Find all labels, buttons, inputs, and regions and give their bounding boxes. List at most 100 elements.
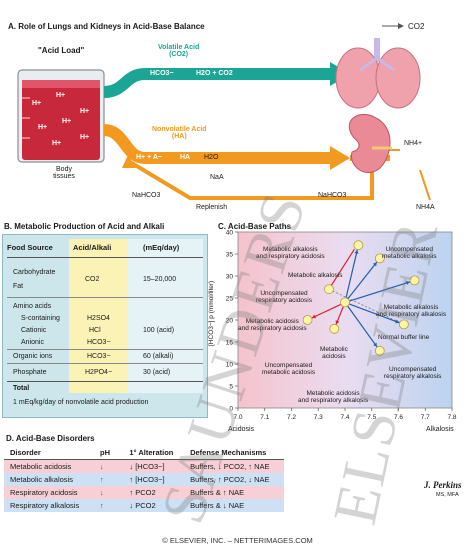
- hplus-ion-6: H+: [52, 140, 62, 147]
- row-amino-source: Amino acids: [13, 303, 52, 310]
- header-disorder: Disorder: [10, 448, 41, 457]
- hplus-ion-3: H+: [80, 108, 90, 115]
- disorder-row-3: Respiratory acidosis ↓ ↑ PCO2 Buffers & …: [4, 486, 284, 499]
- row-organic-source: Organic ions: [13, 353, 53, 360]
- data-point: [398, 319, 409, 330]
- header-food-source: Food Source: [7, 243, 53, 252]
- x-tick-label: 7.8: [447, 414, 456, 421]
- path-label-uncomp-racid: Uncompensated respiratory acidosis: [256, 290, 312, 304]
- ph-arrow: ↓: [100, 462, 104, 471]
- row-fat-acid: CO2: [85, 276, 100, 283]
- data-point: [329, 323, 340, 334]
- data-point: [374, 253, 385, 264]
- replenish-label: Replenish: [196, 204, 228, 211]
- co2-exhaled-label: CO2: [408, 22, 425, 31]
- h2o-co2-label: H2O + CO2: [196, 70, 233, 77]
- header-alteration: 1° Alteration: [129, 448, 174, 457]
- path-label-malk-racid: Metabolic alkalosis and respiratory acid…: [256, 246, 325, 260]
- row-cationic-acid: HCl: [89, 327, 101, 334]
- row-cationic-value: 100 (acid): [143, 327, 175, 334]
- path-arrowhead: [405, 280, 410, 285]
- x-tick-label: 7.3: [314, 414, 323, 421]
- row-phosphate-acid: H2PO4−: [85, 369, 113, 376]
- header-acid-alkali: Acid/Alkali: [73, 243, 112, 252]
- acid-base-illustration: [17, 23, 431, 201]
- data-point: [353, 240, 364, 251]
- x-tick-label: 7.1: [260, 414, 269, 421]
- h-a-label: H+ + A−: [136, 154, 163, 161]
- nonvolatile-acid-label: Nonvolatile Acid (HA): [152, 126, 207, 140]
- alteration: ↑ PCO2: [129, 488, 156, 497]
- volatile-acid-label: Volatile Acid (CO2): [158, 44, 200, 58]
- nahco3-right-label: NaHCO3: [318, 192, 347, 199]
- path-arrow: [344, 258, 381, 303]
- kidney-illustration: [348, 113, 392, 174]
- x-tick-label: 7.4: [340, 414, 349, 421]
- header-value: (mEq/day): [143, 243, 180, 252]
- alteration: ↑ [HCO3−]: [129, 475, 165, 484]
- path-arrowhead: [373, 342, 377, 347]
- row-anionic-source: Anionic: [21, 339, 44, 346]
- section-d-table: Disorder pH 1° Alteration Defense Mechan…: [4, 446, 284, 512]
- x-tick-label: 7.7: [421, 414, 430, 421]
- acid-load-label: "Acid Load": [38, 46, 85, 55]
- alkalosis-label: Alkalosis: [426, 426, 454, 433]
- path-label-malk-ralk: Metabolic alkalosis and respiratory alka…: [376, 304, 447, 318]
- path-arrowhead: [354, 250, 359, 254]
- nh4-label: NH4+: [404, 140, 423, 147]
- ph-arrow: ↓: [100, 488, 104, 497]
- row-carbohydrate-source: Carbohydrate: [13, 269, 56, 276]
- ph-arrow: ↑: [100, 475, 104, 484]
- nahco3-left-label: NaHCO3: [132, 192, 161, 199]
- disorder-name: Respiratory acidosis: [10, 488, 78, 497]
- path-arrowhead: [395, 319, 400, 324]
- total-label: Total: [13, 385, 30, 392]
- y-axis-label: [HCO3−] p (mmol/liter): [208, 280, 215, 346]
- ha-label: HA: [180, 154, 191, 161]
- row-scontaining-acid: H2SO4: [87, 315, 110, 322]
- y-tick-label: 20: [226, 318, 234, 325]
- row-phosphate-value: 30 (acid): [143, 369, 171, 376]
- disorders-header-row: Disorder pH 1° Alteration Defense Mechan…: [4, 446, 284, 460]
- hplus-ion-5: H+: [62, 118, 72, 125]
- data-point: [340, 297, 350, 308]
- row-anionic-acid: HCO3−: [87, 339, 111, 346]
- defense: Buffers & ↓ NAE: [190, 501, 245, 510]
- hplus-ion-1: H+: [32, 100, 42, 107]
- divider-4: [7, 381, 203, 382]
- row-organic-value: 60 (alkali): [143, 353, 174, 360]
- y-tick-label: 10: [226, 362, 234, 369]
- disorder-name: Metabolic acidosis: [10, 462, 72, 471]
- section-a-title: A. Role of Lungs and Kidneys in Acid-Bas…: [8, 22, 205, 31]
- hplus-ion-4: H+: [38, 124, 48, 131]
- x-tick-label: 7.6: [394, 414, 403, 421]
- y-tick-label: 0: [229, 406, 233, 413]
- path-label-normal-buffer: Normal buffer line: [378, 334, 430, 341]
- normal-buffer-line: [328, 288, 405, 325]
- disorder-name: Respiratory alkalosis: [10, 501, 80, 510]
- path-arrow: [344, 279, 415, 303]
- y-tick-label: 25: [226, 296, 234, 303]
- section-c-title: C. Acid-Base Paths: [218, 222, 292, 231]
- disorder-row-1: Metabolic acidosis ↓ ↓ [HCO3−] Buffers, …: [4, 460, 284, 473]
- hco3-label: HCO3−: [150, 70, 174, 77]
- path-label-macid-ralk: Metabolic acidosis and respiratory alkal…: [298, 390, 369, 404]
- disorder-row-2: Metabolic alkalosis ↑ ↑ [HCO3−] Buffers,…: [4, 473, 284, 486]
- signature-credentials: MS, MFA: [436, 492, 459, 498]
- acidosis-label: Acidosis: [228, 426, 255, 433]
- nh4a-label: NH4A: [416, 204, 435, 211]
- row-fat-source: Fat: [13, 283, 24, 290]
- value-column-bg: [127, 239, 203, 393]
- defense: Buffers & ↑ NAE: [190, 488, 245, 497]
- divider-1: [7, 297, 203, 298]
- section-d-title: D. Acid-Base Disorders: [6, 434, 95, 443]
- replenish-path: [128, 160, 374, 200]
- hplus-ion-7: H+: [80, 134, 90, 141]
- path-label-uncomp-malk: Uncompensated metabolic alkalosis: [382, 246, 437, 260]
- defense: Buffers, ↓ PCO2, ↑ NAE: [190, 462, 270, 471]
- path-arrow: [344, 302, 381, 352]
- path-arrow: [344, 301, 405, 325]
- divider-2: [7, 349, 203, 350]
- x-tick-label: 7.5: [367, 414, 376, 421]
